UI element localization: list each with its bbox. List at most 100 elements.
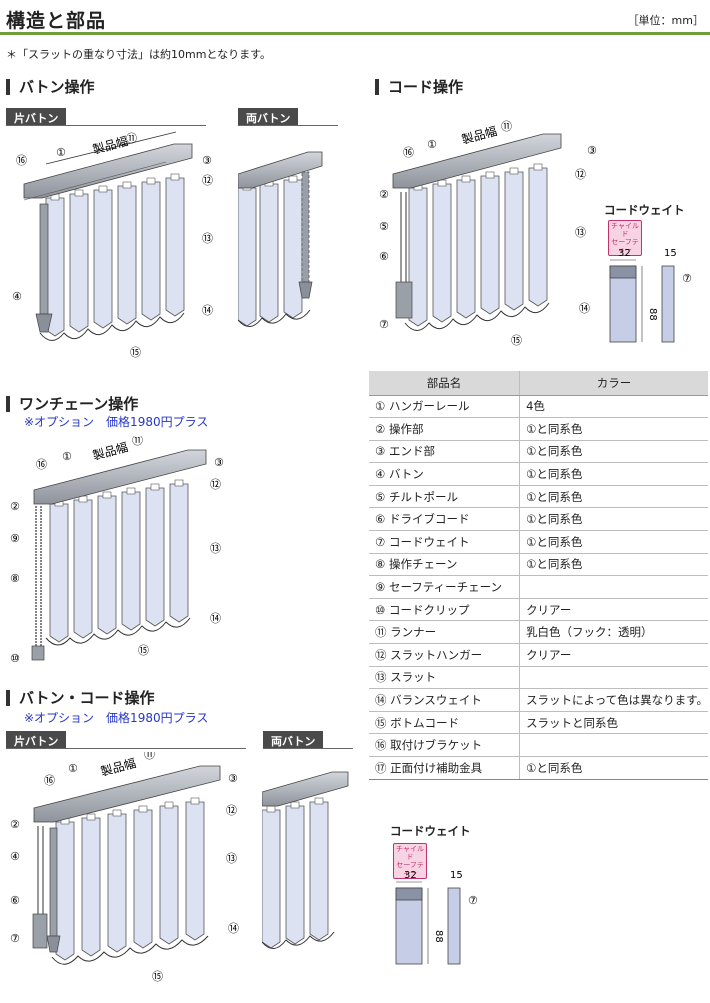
label-13: ⑬: [226, 852, 237, 865]
part-color-cell: ①と同系色: [519, 507, 708, 532]
part-color-cell: ①と同系色: [519, 440, 708, 464]
section-title-cord: コード操作: [375, 79, 463, 95]
section-title-baton-cord: バトン・コード操作: [6, 690, 154, 706]
label-2: ②: [10, 500, 20, 513]
part-color-cell: 4色: [519, 395, 708, 419]
part-name-cell: ⑫ スラットハンガー: [369, 643, 521, 667]
label-3: ③: [214, 456, 224, 469]
child-safety-badge-2: チャイルド セーフティー: [393, 843, 427, 879]
part-color-cell: [519, 733, 708, 757]
part-color-cell: ①と同系色: [519, 530, 708, 554]
label-14: ⑭: [210, 612, 221, 625]
part-color-cell: [519, 666, 708, 690]
label-3: ③: [202, 154, 212, 167]
cw-ref-label: ⑦: [682, 272, 692, 285]
table-row: ⑬ スラット: [369, 666, 708, 690]
baton-cord-option-note: ※オプション 価格1980円プラス: [24, 711, 209, 725]
chain-diagram: 製品幅 ⑯ ① ⑪ ③ ⑫ ⑬ ② ⑨ ⑧ ⑩ ⑭ ⑮: [10, 436, 224, 665]
table-header-row: 部品名 カラー: [369, 371, 708, 396]
part-name-cell: ③ エンド部: [369, 440, 521, 464]
part-color-cell: ①と同系色: [519, 553, 708, 577]
cw-width-label: 32: [618, 248, 631, 259]
label-11: ⑪: [144, 752, 155, 761]
table-row: ⑯ 取付けブラケット: [369, 733, 708, 757]
part-color-cell: ①と同系色: [519, 485, 708, 509]
part-name-cell: ⑮ ボトムコード: [369, 711, 521, 735]
bottom-cord: [39, 312, 185, 341]
tab-rule: [263, 748, 353, 749]
label-15: ⑮: [152, 970, 163, 983]
title-rule: [0, 32, 710, 35]
label-10: ⑩: [10, 652, 20, 665]
table-row: ⑪ ランナー乳白色（フック：透明）: [369, 620, 708, 645]
part-color-cell: クリアー: [519, 643, 708, 667]
part-name-cell: ⑭ バランスウェイト: [369, 688, 521, 712]
label-7: ⑦: [379, 318, 389, 331]
tab-single-baton: 片バトン: [6, 731, 67, 748]
label-11: ⑪: [501, 120, 512, 133]
part-name-cell: ⑥ ドライブコード: [369, 507, 521, 532]
label-7: ⑦: [10, 932, 20, 945]
cord-weight-title: コードウェイト: [604, 203, 685, 217]
label-16: ⑯: [403, 146, 414, 159]
unit-label: ［単位：mm］: [627, 14, 704, 27]
tab-rule: [6, 748, 246, 749]
label-12: ⑫: [575, 168, 586, 181]
part-name-cell: ② 操作部: [369, 417, 521, 441]
page-title: 構造と部品: [6, 10, 107, 32]
label-16: ⑯: [44, 774, 55, 787]
label-14: ⑭: [228, 922, 239, 935]
width-label: 製品幅: [91, 133, 130, 157]
table-row: ⑮ ボトムコードスラットと同系色: [369, 711, 708, 735]
label-9: ⑨: [10, 532, 20, 545]
header-part-name: 部品名: [369, 371, 521, 396]
width-label: 製品幅: [99, 755, 138, 779]
label-13: ⑬: [575, 226, 586, 239]
cw-depth-label: 15: [664, 248, 677, 259]
cw-height-label: 88: [433, 930, 444, 943]
label-1: ①: [427, 138, 437, 151]
tab-rule: [6, 125, 206, 126]
label-16: ⑯: [16, 154, 27, 167]
label-14: ⑭: [579, 302, 590, 315]
part-color-cell: 乳白色（フック：透明）: [519, 620, 708, 645]
baton-cord-double-diagram: [262, 771, 349, 949]
part-name-cell: ⑰ 正面付け補助金具: [369, 756, 521, 780]
label-12: ⑫: [202, 174, 213, 187]
baton-single-diagram: 製品幅 ⑯ ① ⑪ ③ ⑫ ⑬ ④ ⑭ ⑮: [12, 131, 213, 359]
part-color-cell: ①と同系色: [519, 756, 708, 780]
cord-weight-diagram: 32 88 15 ⑦: [609, 248, 692, 343]
label-6: ⑥: [379, 250, 389, 263]
table-row: ⑫ スラットハンガークリアー: [369, 643, 708, 667]
label-8: ⑧: [10, 572, 20, 585]
cw-height-label: 88: [647, 308, 658, 321]
cord-weight-diagram-2: 32 88 15 ⑦: [395, 870, 478, 965]
label-4: ④: [10, 850, 20, 863]
part-color-cell: [519, 575, 708, 599]
label-5: ⑤: [379, 220, 389, 233]
part-color-cell: スラットによって色は異なります。: [519, 688, 708, 712]
label-2: ②: [379, 188, 389, 201]
label-15: ⑮: [130, 346, 141, 359]
part-name-cell: ④ バトン: [369, 462, 521, 486]
header-color: カラー: [519, 371, 708, 396]
label-14: ⑭: [202, 304, 213, 317]
baton-cord-single-diagram: 製品幅 ⑯ ① ⑪ ③ ⑫ ⑬ ② ④ ⑥ ⑦ ⑭ ⑮: [10, 752, 239, 983]
part-name-cell: ⑧ 操作チェーン: [369, 553, 521, 577]
part-color-cell: スラットと同系色: [519, 711, 708, 735]
label-12: ⑫: [210, 478, 221, 491]
label-11: ⑪: [126, 132, 137, 145]
part-name-cell: ⑪ ランナー: [369, 620, 521, 645]
label-13: ⑬: [210, 542, 221, 555]
part-name-cell: ⑯ 取付けブラケット: [369, 733, 521, 757]
overlap-note: ＊「スラットの重なり寸法」は約10mmとなります。: [6, 48, 271, 61]
label-1: ①: [68, 762, 78, 775]
